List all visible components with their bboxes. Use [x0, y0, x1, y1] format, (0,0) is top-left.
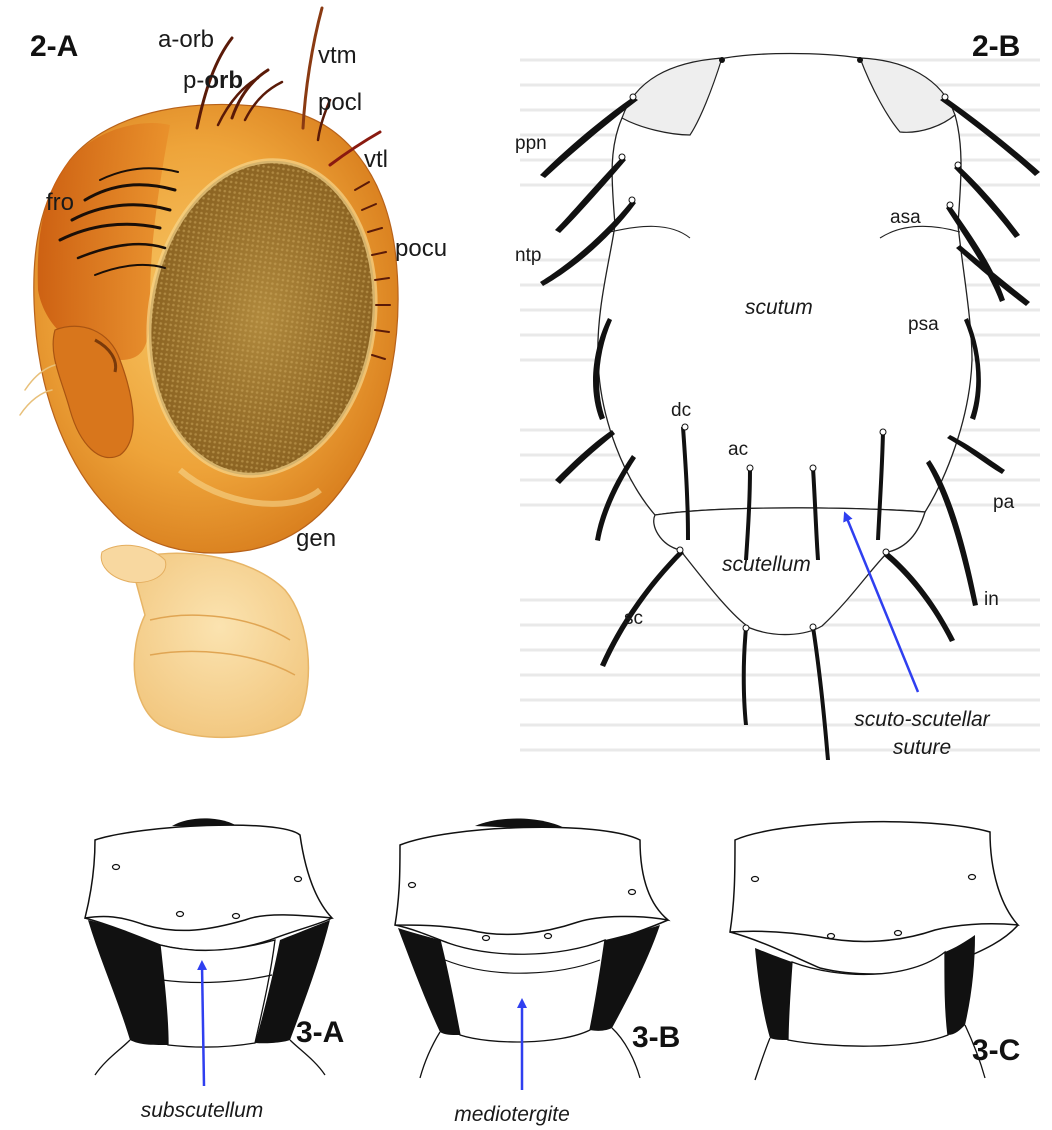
- panel-2b-thorax: 2-B: [515, 30, 1040, 760]
- label-pocl: pocl: [318, 89, 362, 116]
- panel-3b-scutellum: [395, 827, 668, 934]
- label-vtm: vtm: [318, 42, 357, 69]
- panel-3c-dark-right: [945, 935, 975, 1035]
- label-a-orb: a-orb: [158, 26, 214, 53]
- label-ppn: ppn: [515, 133, 547, 154]
- panel-3c-scutellum: [730, 822, 1018, 942]
- panel-2a-id: 2-A: [30, 30, 78, 63]
- panel-3b-id: 3-B: [632, 1021, 680, 1054]
- label-suture-line2: suture: [893, 736, 951, 759]
- label-psa: psa: [908, 314, 939, 335]
- label-suture-line1: scuto-scutellar: [854, 708, 990, 731]
- label-fro: fro: [46, 189, 74, 216]
- panel-2a-fly-head: 2-A: [20, 8, 447, 737]
- mouthparts: [101, 545, 308, 737]
- label-asa: asa: [890, 207, 921, 228]
- panel-3c-dark-left: [755, 948, 792, 1040]
- panel-3b-dark-right: [590, 925, 660, 1031]
- label-scutum: scutum: [745, 296, 813, 319]
- panel-3c-id: 3-C: [972, 1034, 1020, 1067]
- label-sc: sc: [624, 608, 643, 629]
- panel-3a-dark-left: [88, 920, 168, 1045]
- label-mediotergite: mediotergite: [454, 1103, 570, 1126]
- label-vtl: vtl: [364, 146, 388, 173]
- label-pocu: pocu: [395, 235, 447, 262]
- panel-3c-thorax-posterior: 3-C: [730, 822, 1020, 1080]
- panel-2b-id: 2-B: [972, 30, 1020, 63]
- label-scutellum: scutellum: [722, 553, 811, 576]
- label-gen: gen: [296, 525, 336, 552]
- label-p-orb: p-orb: [183, 67, 243, 94]
- label-ac: ac: [728, 439, 748, 460]
- panel-3b-thorax-posterior: 3-B mediotergite: [395, 819, 680, 1126]
- label-in: in: [984, 589, 999, 610]
- panel-3a-thorax-posterior: 3-A subscutellum: [85, 818, 344, 1122]
- label-ntp: ntp: [515, 245, 541, 266]
- label-pa: pa: [993, 492, 1015, 513]
- label-dc: dc: [671, 400, 691, 421]
- label-subscutellum: subscutellum: [141, 1099, 264, 1122]
- panel-3a-id: 3-A: [296, 1016, 344, 1049]
